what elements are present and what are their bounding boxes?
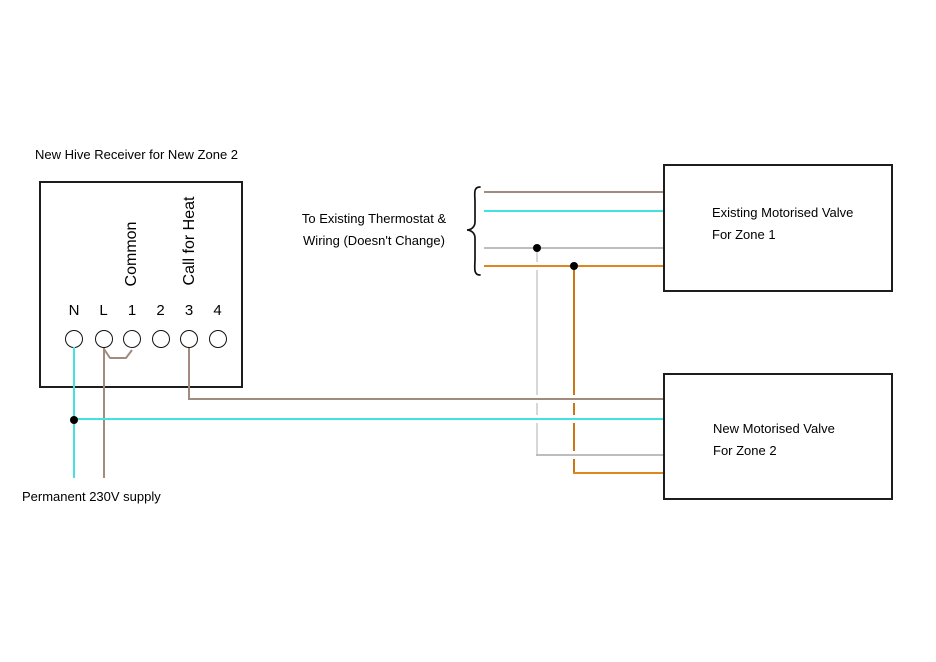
- terminal-label-L: L: [99, 302, 108, 319]
- orange-drop-seg4: [573, 459, 575, 474]
- hive-receiver-box: [39, 181, 243, 388]
- terminal-label-4: 4: [213, 302, 222, 319]
- thermostat-note: To Existing Thermostat & Wiring (Doesn't…: [288, 208, 460, 252]
- gray-drop-seg3: [536, 403, 538, 415]
- zone2-orange-run-wire: [573, 472, 663, 474]
- new-valve-box: New Motorised Valve For Zone 2: [663, 373, 893, 500]
- zone2-gray-run-wire: [536, 454, 663, 456]
- neutral-run-wire: [73, 418, 663, 420]
- thermostat-brown-wire: [484, 191, 663, 193]
- terminal-annotation-call-for-heat: Call for Heat: [181, 196, 198, 286]
- terminal-circle-N: [65, 330, 83, 348]
- new-valve-line1: New Motorised Valve: [713, 421, 835, 436]
- thermostat-note-line2: Wiring (Doesn't Change): [303, 233, 445, 248]
- terminal-annotation-common: Common: [123, 221, 140, 287]
- call-for-heat-drop-wire: [188, 348, 190, 400]
- terminal-label-N: N: [68, 302, 80, 319]
- existing-valve-line2: For Zone 1: [712, 227, 776, 242]
- existing-valve-box: Existing Motorised Valve For Zone 1: [663, 164, 893, 292]
- terminal-label-1: 1: [127, 302, 137, 319]
- terminal-circle-4: [208, 330, 227, 348]
- supply-label: Permanent 230V supply: [22, 489, 161, 504]
- gray-drop-seg2: [536, 270, 538, 395]
- new-valve-line2: For Zone 2: [713, 443, 777, 458]
- supply-neutral-wire: [73, 347, 75, 478]
- supply-live-wire: [103, 348, 105, 478]
- gray-drop-seg1: [536, 248, 538, 262]
- thermostat-gray-wire: [484, 247, 663, 249]
- terminal-circle-1: [123, 330, 141, 348]
- call-for-heat-run-wire: [188, 398, 663, 400]
- terminal-circle-3: [180, 330, 198, 348]
- orange-drop-seg3: [573, 423, 575, 451]
- existing-valve-line1: Existing Motorised Valve: [712, 205, 854, 220]
- junction-dot-gray: [533, 244, 541, 252]
- gray-drop-seg4: [536, 423, 538, 456]
- brace-icon: [466, 186, 481, 276]
- terminal-label-2: 2: [156, 302, 165, 319]
- terminal-circle-L: [94, 330, 113, 348]
- terminal-label-3: 3: [184, 302, 194, 319]
- orange-drop-seg1: [573, 266, 575, 395]
- junction-dot-orange: [570, 262, 578, 270]
- junction-dot-neutral: [70, 416, 78, 424]
- diagram-title: New Hive Receiver for New Zone 2: [35, 147, 239, 162]
- thermostat-cyan-wire: [484, 210, 663, 212]
- thermostat-note-line1: To Existing Thermostat &: [301, 211, 447, 226]
- orange-drop-seg2: [573, 403, 575, 415]
- terminal-circle-2: [151, 330, 170, 348]
